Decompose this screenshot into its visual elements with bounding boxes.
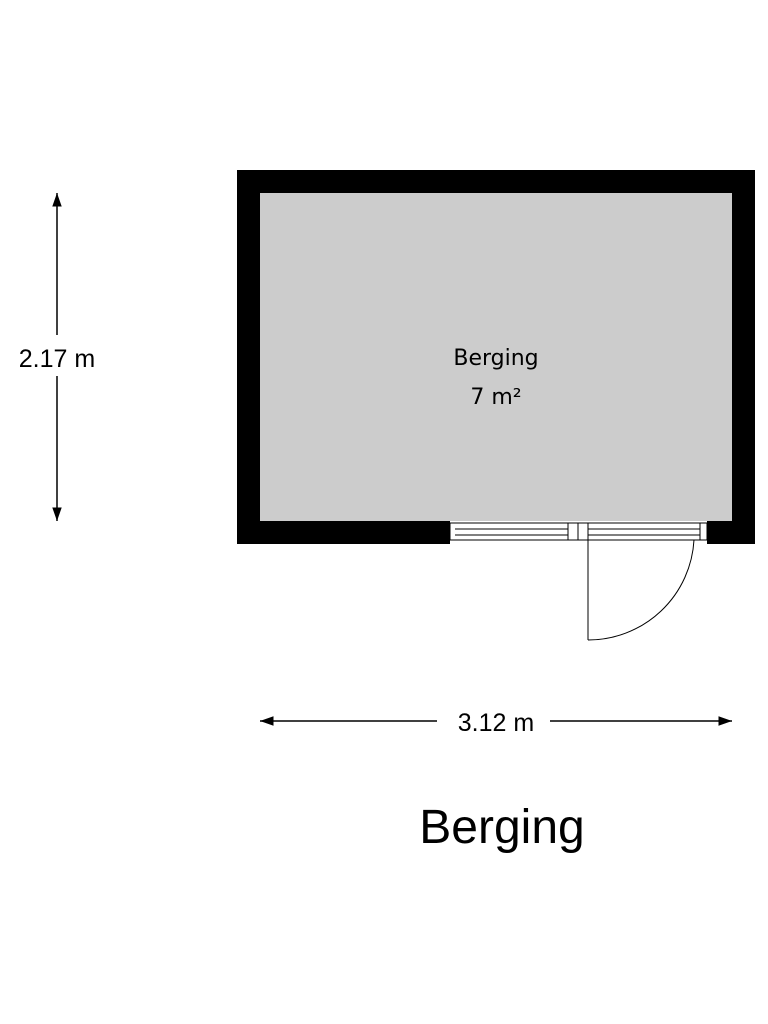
door-frame <box>577 522 708 541</box>
height-dimension-label: 2.17 m <box>19 345 95 373</box>
wall-bottom-left <box>237 521 450 544</box>
room-walls <box>237 170 755 544</box>
width-dimension-label: 3.12 m <box>458 709 534 737</box>
wall-top <box>237 170 755 193</box>
plan-title: Berging <box>419 801 584 854</box>
room-area: 7 m² <box>470 385 521 410</box>
door-swing-arc <box>587 539 695 641</box>
room-floor <box>260 193 732 521</box>
room-name: Berging <box>453 346 538 371</box>
wall-left <box>237 170 260 544</box>
wall-bottom-right <box>707 521 755 544</box>
wall-right <box>732 170 755 544</box>
fixed-window-frame <box>449 522 579 541</box>
door-opening <box>449 522 708 641</box>
